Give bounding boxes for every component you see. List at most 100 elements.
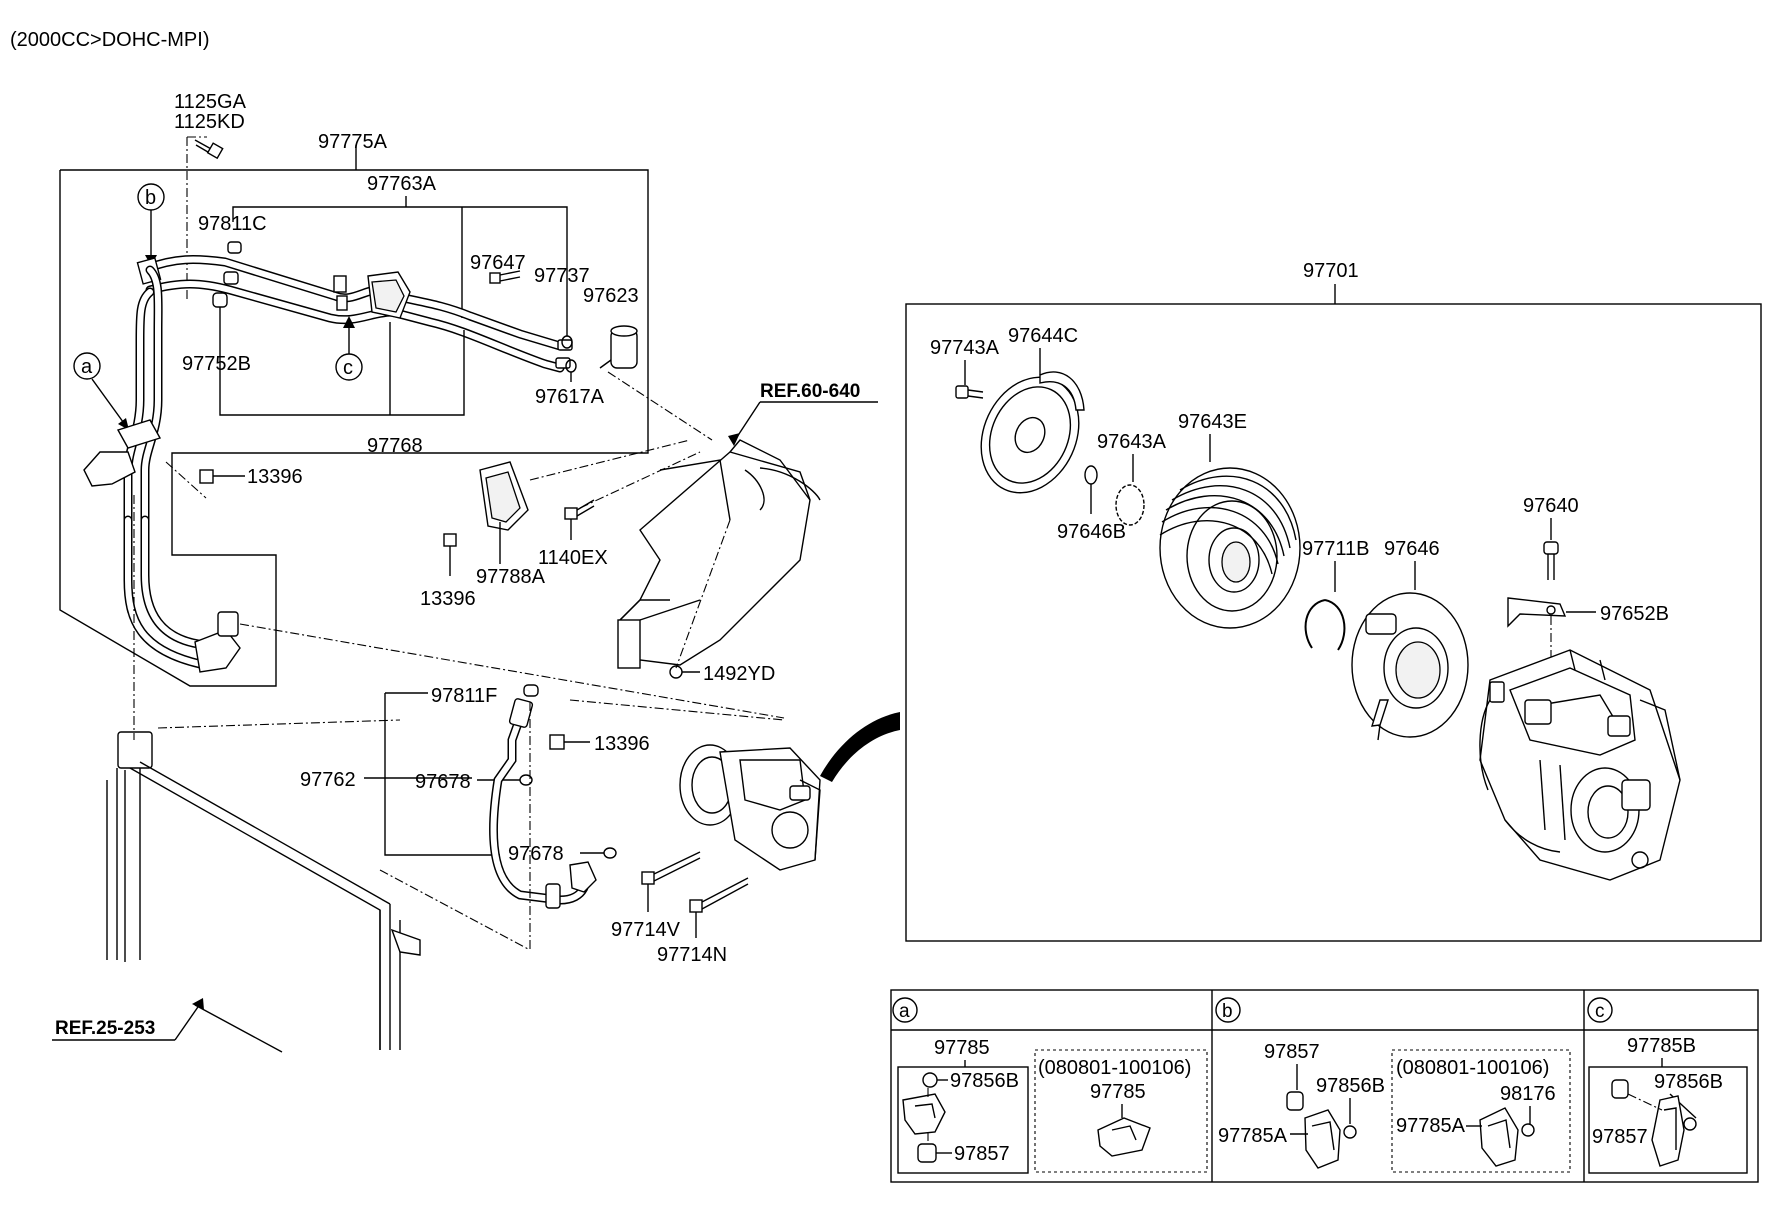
compressor-detail-frame	[905, 303, 1762, 942]
detail-a-circle	[892, 997, 918, 1023]
label-97737[interactable]: 97737	[534, 265, 590, 287]
detail-a-item2[interactable]: 97857	[954, 1143, 1010, 1165]
detail-b-date-range[interactable]: (080801-100106)	[1396, 1057, 1549, 1079]
label-97643A[interactable]: 97643A	[1097, 431, 1167, 453]
bracket-b-alt-icon	[1479, 1107, 1519, 1167]
bolt-97640-icon	[1543, 541, 1559, 580]
detail-b-item1[interactable]: 97857	[1264, 1041, 1320, 1063]
label-97711B[interactable]: 97711B	[1302, 538, 1369, 560]
engine-variant-label: (2000CC>DOHC-MPI)	[10, 29, 209, 51]
suction-hose-assembly-frame	[59, 148, 649, 687]
clip-97856B-a-icon	[922, 1072, 948, 1088]
label-1492YD[interactable]: 1492YD	[703, 663, 775, 685]
clip-97856B-c-icon	[1683, 1117, 1697, 1131]
label-97643E[interactable]: 97643E	[1178, 411, 1247, 433]
pulley-97643E	[1159, 467, 1301, 629]
label-97788A[interactable]: 97788A	[476, 566, 546, 588]
nut-13396-c-icon	[549, 734, 565, 750]
condenser	[106, 731, 421, 1050]
detail-b-circle	[1215, 997, 1241, 1023]
detail-c-item1[interactable]: 97856B	[1654, 1071, 1723, 1093]
detail-a-letter: a	[899, 1001, 910, 1022]
callout-b-letter: b	[145, 187, 156, 209]
detail-a-item1[interactable]: 97856B	[950, 1070, 1019, 1092]
label-97678-b[interactable]: 97678	[508, 843, 564, 865]
compressor-body	[1479, 649, 1681, 881]
bracket-97788A-icon	[479, 461, 529, 531]
bolt-97647-icon	[489, 270, 521, 284]
detail-b-alt-item1[interactable]: 98176	[1500, 1083, 1556, 1105]
arrow-ref25-icon	[192, 998, 204, 1010]
label-1140EX[interactable]: 1140EX	[538, 547, 608, 569]
bolt-97714N-icon	[689, 877, 749, 913]
detail-c-main-label[interactable]: 97785B	[1627, 1035, 1696, 1057]
label-97640[interactable]: 97640	[1523, 495, 1579, 517]
label-97617A[interactable]: 97617A	[535, 386, 605, 408]
detail-b-alt-item2[interactable]: 97785A	[1396, 1115, 1466, 1137]
bushing-97857-b-icon	[1286, 1091, 1304, 1111]
detail-a-date-range[interactable]: (080801-100106)	[1038, 1057, 1191, 1079]
label-97623[interactable]: 97623	[583, 285, 639, 307]
detail-c-letter: c	[1595, 1001, 1605, 1022]
label-97752B[interactable]: 97752B	[182, 353, 251, 375]
detail-c-item2[interactable]: 97857	[1592, 1126, 1648, 1148]
arrow-ref60-icon	[728, 433, 740, 446]
arrow-c-icon	[343, 316, 355, 328]
label-1125GA[interactable]: 1125GA	[174, 91, 247, 113]
label-1125KD[interactable]: 1125KD	[174, 111, 245, 133]
front-body-panel	[617, 439, 821, 669]
bolt-97743A-icon	[955, 385, 984, 399]
detail-a-subframe	[897, 1066, 1029, 1174]
label-97743A[interactable]: 97743A	[930, 337, 1000, 359]
label-97762[interactable]: 97762	[300, 769, 356, 791]
pressure-sensor-97623-icon	[599, 325, 638, 369]
label-97647[interactable]: 97647	[470, 252, 526, 274]
bolt-97714V-icon	[641, 851, 701, 885]
detail-b-item3[interactable]: 97785A	[1218, 1125, 1288, 1147]
clutch-disc-97644C	[980, 371, 1085, 494]
detail-c-circle	[1587, 997, 1613, 1023]
cap-97752B-icon	[212, 292, 228, 308]
suction-pipe-upper	[136, 255, 573, 373]
callout-a-circle	[73, 352, 101, 380]
label-97811C[interactable]: 97811C	[198, 213, 267, 235]
oring-97678-a-icon	[519, 774, 533, 786]
label-97644C[interactable]: 97644C	[1008, 325, 1078, 347]
bolt-1125-icon	[194, 139, 224, 160]
label-97714N[interactable]: 97714N	[657, 944, 727, 966]
label-97678-a[interactable]: 97678	[415, 771, 471, 793]
ref-60-640[interactable]: REF.60-640	[760, 381, 860, 402]
label-97775A[interactable]: 97775A	[318, 131, 388, 153]
detail-b-item2[interactable]: 97856B	[1316, 1075, 1385, 1097]
label-97646[interactable]: 97646	[1384, 538, 1440, 560]
nut-13396-b-icon	[443, 533, 457, 547]
label-97811F[interactable]: 97811F	[431, 685, 497, 707]
detail-b-letter: b	[1222, 1001, 1233, 1022]
label-13396-c[interactable]: 13396	[594, 733, 650, 755]
compressor-small-view	[679, 744, 821, 871]
detail-a-main-label[interactable]: 97785	[934, 1037, 990, 1059]
detail-table	[890, 989, 1759, 1183]
snap-ring-97646B-icon	[1084, 465, 1098, 485]
label-97714V[interactable]: 97714V	[611, 919, 681, 941]
zoom-arrow-icon	[820, 712, 900, 782]
detail-a-alt-label[interactable]: 97785	[1090, 1081, 1146, 1103]
cap-97811C-icon	[227, 241, 242, 254]
label-97768[interactable]: 97768	[367, 435, 423, 457]
label-97646B[interactable]: 97646B	[1057, 521, 1126, 543]
detail-a-alt-frame	[1034, 1049, 1208, 1173]
label-97763A[interactable]: 97763A	[367, 173, 437, 195]
label-13396-b[interactable]: 13396	[420, 588, 476, 610]
bracket-c-icon	[1651, 1095, 1685, 1167]
oring-97678-b-icon	[603, 847, 617, 859]
ref-25-253[interactable]: REF.25-253	[55, 1018, 155, 1039]
label-97652B[interactable]: 97652B	[1600, 603, 1669, 625]
label-13396-a[interactable]: 13396	[247, 466, 303, 488]
field-coil-97646	[1351, 592, 1469, 741]
detail-c-subframe	[1588, 1066, 1748, 1174]
clip-98176-icon	[1521, 1123, 1535, 1137]
clip-alt-a-icon	[1097, 1117, 1151, 1157]
label-97701[interactable]: 97701	[1303, 260, 1359, 282]
callout-a-letter: a	[81, 356, 93, 378]
